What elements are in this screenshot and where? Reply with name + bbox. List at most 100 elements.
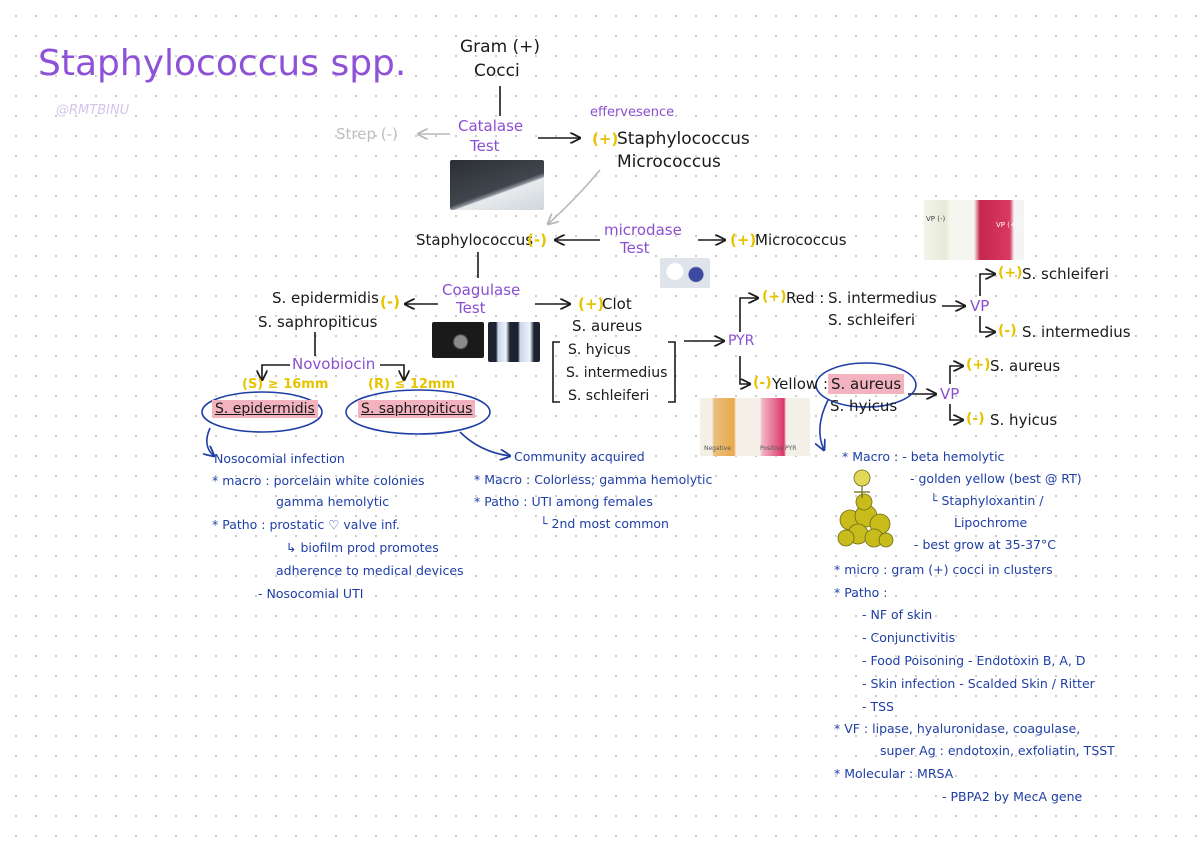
vp-upper-neg-intermedius: S. intermedius [1022, 323, 1131, 341]
pyr-pos-photo-label: Positive PYR [760, 445, 797, 452]
coagulase-tube-photo [488, 322, 540, 362]
saphropiticus-highlight: S. saphropiticus [358, 400, 476, 418]
arrow-pyr-red [739, 298, 758, 332]
pyr-label: PYR [728, 333, 755, 349]
vp-lower-neg-hyicus: S. hyicus [990, 411, 1058, 429]
catalase-positive-sign: (+) [592, 130, 619, 148]
arrow-vp-upper-neg [979, 316, 995, 332]
pyr-test-photo [700, 398, 810, 456]
catalase-test-label: Catalase [458, 117, 524, 135]
saphropiticus-note: * Macro : Colorless; gamma hemolytic [474, 472, 713, 487]
novobiocin-label: Novobiocin [292, 355, 376, 373]
aureus-highlight: S. aureus [828, 374, 905, 394]
arrow-vp-lower-neg [949, 404, 963, 420]
vp-lower-pos-sign: (+) [966, 357, 991, 373]
vp-test-photo [924, 200, 1024, 260]
epidermidis-note: - Nosocomial UTI [258, 586, 364, 601]
coagulase-negative-saphropiticus: S. saphropiticus [258, 313, 378, 331]
aureus-note: * Macro : - beta hemolytic [842, 449, 1005, 464]
pyr-red-sign: (+) [762, 289, 787, 305]
aureus-note: └ Staphyloxantin / [930, 493, 1044, 508]
saphropiticus-note: * Patho : UTI among females [474, 494, 653, 509]
vp-upper-label: VP [970, 297, 990, 315]
aureus-note: Lipochrome [954, 515, 1028, 530]
aureus-note: - NF of skin [862, 607, 933, 622]
pyr-yellow-label: Yellow : [772, 375, 829, 393]
arrow-vp-upper-pos [979, 274, 995, 296]
circle-saphropiticus [345, 389, 491, 435]
arrow-aureus-notes [820, 399, 829, 450]
epidermidis-highlight: S. epidermidis [212, 400, 318, 418]
aureus-note: - PBPA2 by MecA gene [942, 789, 1083, 804]
novobiocin-saphropiticus: S. saphropiticus [358, 400, 476, 418]
epidermidis-note: Nosocomial infection [214, 451, 345, 466]
arrow-vp-lower-pos [949, 366, 963, 384]
arrow-pyr-yellow [739, 356, 750, 384]
pyr-yellow-hyicus: S. hyicus [830, 397, 898, 415]
microdase-positive-sign: (+) [730, 231, 757, 249]
epidermidis-note: adherence to medical devices [276, 563, 464, 578]
staph-aureus-colony-illustration [837, 469, 894, 548]
epidermidis-note: ↳ biofilm prod promotes [286, 540, 439, 555]
circle-epidermidis [201, 391, 323, 433]
coagulase-negative-epidermidis: S. epidermidis [272, 289, 379, 307]
aureus-note: - Conjunctivitis [862, 630, 956, 645]
catalase-test-label-2: Test [470, 137, 500, 155]
vp-lower-pos-aureus: S. aureus [990, 357, 1061, 375]
microdase-positive-micro: Micrococcus [755, 231, 847, 249]
aureus-note: * micro : gram (+) cocci in clusters [834, 562, 1053, 577]
microdase-test-photo [660, 258, 710, 288]
vp-upper-neg-sign: (-) [998, 323, 1017, 339]
coagulase-positive-clot: Clot [602, 295, 632, 313]
bracket-left [552, 341, 560, 403]
novobiocin-sensitive: (S) ≥ 16mm [242, 377, 329, 392]
aureus-note: - golden yellow (best @ RT) [910, 471, 1082, 486]
aureus-note: * VF : lipase, hyaluronidase, coagulase, [834, 721, 1081, 736]
epidermidis-note: * Patho : prostatic ♡ valve inf. [212, 517, 400, 532]
microdase-negative-sign: (-) [527, 231, 547, 249]
novobiocin-resistant: (R) ≤ 12mm [368, 377, 456, 392]
aureus-note: - best grow at 35-37°C [914, 537, 1056, 552]
vp-neg-photo-label: VP (-) [926, 215, 946, 223]
aureus-note: - Skin infection - Scalded Skin / Ritter [862, 676, 1095, 691]
microdase-test-label: microdase [604, 221, 682, 239]
pyr-yellow-sign: (-) [753, 375, 772, 391]
arrow-saphropiticus-notes [459, 431, 510, 456]
saphropiticus-note: Community acquired [514, 449, 645, 464]
epidermidis-note: * macro : porcelain white colonies [212, 473, 425, 488]
catalase-test-photo [450, 160, 544, 210]
bracket-right [668, 341, 676, 403]
catalase-positive-micro: Micrococcus [617, 152, 721, 172]
coagulase-group-intermedius: S. intermedius [566, 365, 668, 381]
effervescence-label: effervesence [590, 105, 675, 120]
microdase-test-label-2: Test [620, 239, 650, 257]
novobiocin-epidermidis: S. epidermidis [212, 400, 318, 418]
aureus-note: * Patho : [834, 585, 888, 600]
circle-aureus [815, 362, 917, 408]
vp-lower-neg-sign: (-) [966, 411, 985, 427]
coagulase-group-hyicus: S. hyicus [568, 342, 631, 358]
coagulase-positive-sign: (+) [578, 295, 605, 313]
page-title: Staphylococcus spp. [38, 43, 407, 84]
vp-pos-photo-label: VP (+) [996, 221, 1019, 229]
coagulase-group-schleiferi: S. schleiferi [568, 388, 650, 404]
root-gram-label: Gram (+) [460, 37, 541, 57]
saphropiticus-note: └ 2nd most common [540, 516, 669, 531]
root-cocci-label: Cocci [474, 61, 520, 81]
coagulase-positive-aureus: S. aureus [572, 317, 643, 335]
aureus-note: * Molecular : MRSA [834, 766, 954, 781]
catalase-negative-strep: Strep (-) [336, 125, 398, 143]
pyr-yellow-aureus: S. aureus [828, 374, 905, 394]
arrow-novobiocin-s [262, 364, 290, 380]
pyr-red-intermedius: S. intermedius [828, 289, 937, 307]
coagulase-slide-photo [432, 322, 484, 358]
arrow-staph-microdase [548, 169, 601, 224]
vp-upper-pos-schleiferi: S. schleiferi [1022, 265, 1110, 283]
aureus-note: super Ag : endotoxin, exfoliatin, TSST [880, 743, 1115, 758]
pyr-red-label: Red : [786, 289, 825, 307]
aureus-note: - TSS [862, 699, 894, 714]
arrow-epidermidis-notes [207, 427, 214, 456]
microdase-negative-staph: Staphylococcus [416, 231, 534, 249]
coagulase-negative-sign: (-) [380, 293, 400, 311]
